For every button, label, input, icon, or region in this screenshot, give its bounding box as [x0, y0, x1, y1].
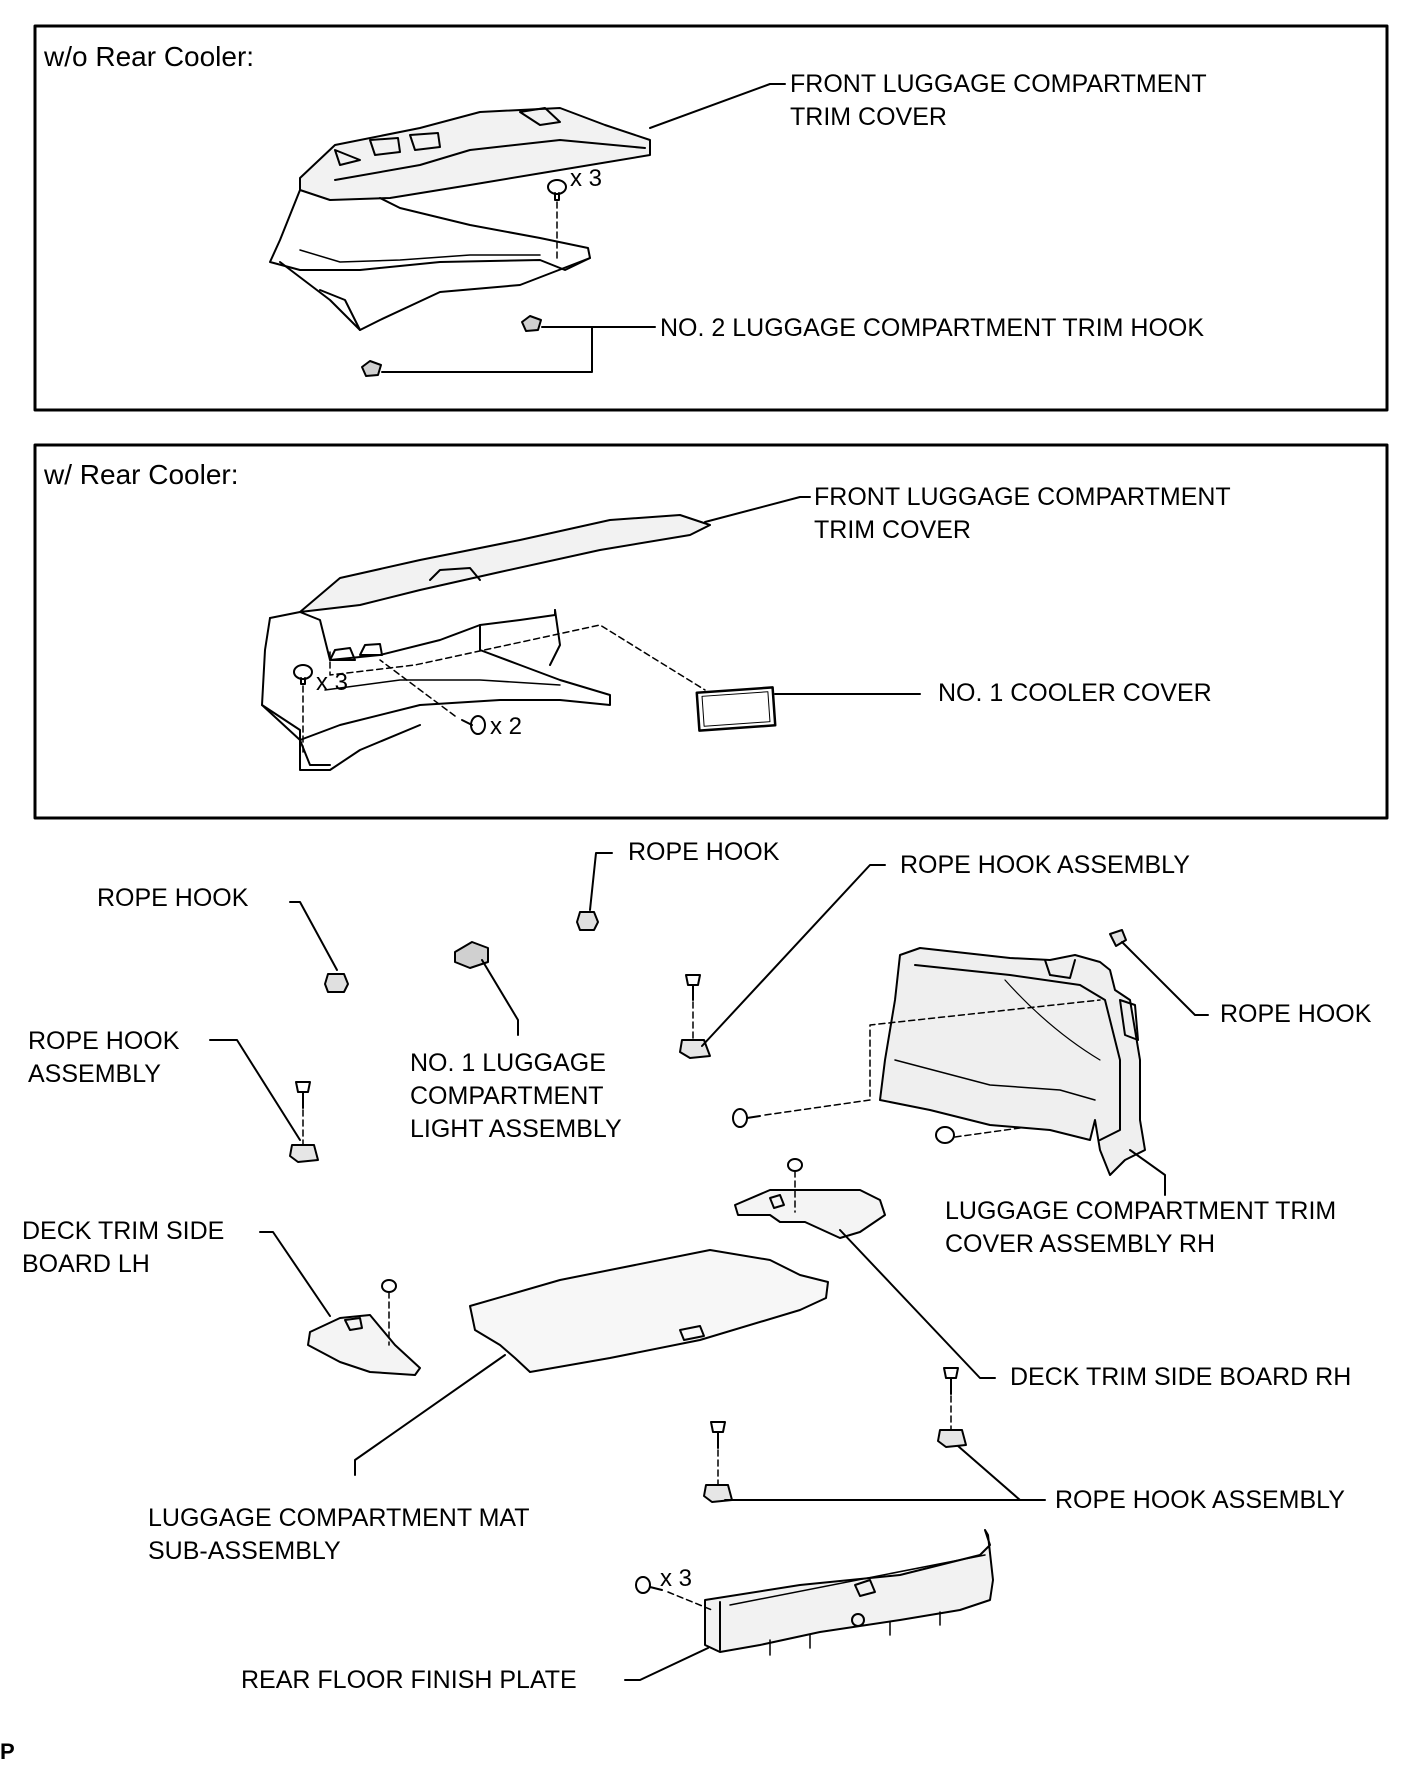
label-screw-qty-panel2: x 2 [490, 713, 523, 740]
rope-hook-icon-center [576, 911, 599, 931]
label-rope-hook-left: ROPE HOOK [97, 884, 249, 912]
trim-hook-icon-lower [361, 360, 382, 377]
trim-hook-icon-upper [521, 315, 542, 332]
leader-finish-plate [624, 1647, 709, 1681]
rope-hook-assembly-icon-top [679, 974, 711, 1059]
rear-floor-finish-plate-shape [704, 1529, 994, 1656]
label-front-trim-cover-with-cooler: FRONT LUGGAGE COMPARTMENT TRIM COVER [814, 483, 1231, 544]
rope-hook-assembly-icon-bottom-left [703, 1421, 733, 1503]
rope-hook-assembly-icon-bottom-right [937, 1367, 967, 1448]
panel-without-cooler-frame [33, 24, 1389, 412]
front-trim-cover-no-cooler [269, 107, 651, 331]
leader-rope-hook-left [289, 901, 338, 971]
rope-hook-assembly-icon-left [289, 1081, 319, 1163]
label-mat-subassembly: LUGGAGE COMPARTMENT MAT SUB-ASSEMBLY [148, 1504, 530, 1565]
leader-light-assembly [481, 959, 519, 1036]
luggage-light-icon [454, 941, 489, 969]
leader-deck-board-rh [839, 1229, 996, 1379]
rope-hook-icon-left [324, 973, 349, 993]
luggage-mat-shape [469, 1249, 829, 1373]
label-finish-plate: REAR FLOOR FINISH PLATE [241, 1666, 577, 1694]
leader-rope-hook-assembly-top [701, 864, 886, 1047]
finish-plate-clip [635, 1576, 713, 1611]
leader-mat [354, 1354, 506, 1476]
leader-rope-hook-assembly-left [209, 1039, 301, 1141]
trim-cover-rh-shape [879, 947, 1146, 1176]
trim-clip-icon-panel1 [547, 179, 567, 259]
leader-front-trim-cover-1 [649, 83, 786, 129]
leader-trim-hook [381, 326, 593, 373]
leader-rope-hook-center [589, 852, 613, 911]
leader-front-trim-cover-2 [704, 496, 811, 523]
label-rope-hook-assembly-bottom: ROPE HOOK ASSEMBLY [1055, 1486, 1345, 1514]
leader-trim-cover-rh [1129, 1149, 1166, 1196]
label-front-trim-cover-no-cooler: FRONT LUGGAGE COMPARTMENT TRIM COVER [790, 70, 1207, 131]
label-deck-board-lh: DECK TRIM SIDE BOARD LH [22, 1217, 225, 1278]
panel-title-without-cooler: w/o Rear Cooler: [44, 41, 255, 72]
trim-cover-rh-clip [935, 1126, 1021, 1144]
label-light-assembly: NO. 1 LUGGAGE COMPARTMENT LIGHT ASSEMBLY [410, 1049, 622, 1143]
label-trim-hook: NO. 2 LUGGAGE COMPARTMENT TRIM HOOK [660, 314, 1205, 342]
front-trim-cover-with-cooler [261, 514, 711, 771]
label-rope-hook-right: ROPE HOOK [1220, 1000, 1372, 1028]
screw-icon-panel2 [379, 659, 486, 735]
label-rope-hook-assembly-top: ROPE HOOK ASSEMBLY [900, 851, 1190, 879]
panel-title-with-cooler: w/ Rear Cooler: [44, 459, 239, 490]
label-deck-board-rh: DECK TRIM SIDE BOARD RH [1010, 1363, 1352, 1391]
footer-code: P [0, 1739, 15, 1764]
no1-cooler-cover-panel [329, 624, 777, 732]
label-clip-qty-panel2: x 3 [316, 669, 349, 696]
leader-rope-hook-right [1121, 941, 1209, 1016]
trim-cover-rh-screw [732, 999, 1101, 1128]
leader-deck-board-lh [259, 1231, 331, 1317]
label-cooler-cover: NO. 1 COOLER COVER [938, 679, 1212, 707]
deck-board-lh-shape [307, 1279, 421, 1376]
panel-with-cooler-frame [33, 443, 1389, 820]
trim-clip-icon-panel2 [293, 664, 313, 753]
leader-rope-hook-assembly-bottom-2 [957, 1445, 1021, 1501]
label-clip-qty-panel1: x 3 [570, 165, 603, 192]
deck-board-rh-shape [734, 1158, 886, 1239]
label-rope-hook-assembly-left: ROPE HOOK ASSEMBLY [28, 1027, 180, 1088]
label-rope-hook-top: ROPE HOOK [628, 838, 780, 866]
label-trim-cover-rh: LUGGAGE COMPARTMENT TRIM COVER ASSEMBLY … [945, 1197, 1337, 1258]
label-finish-plate-qty: x 3 [660, 1565, 693, 1592]
